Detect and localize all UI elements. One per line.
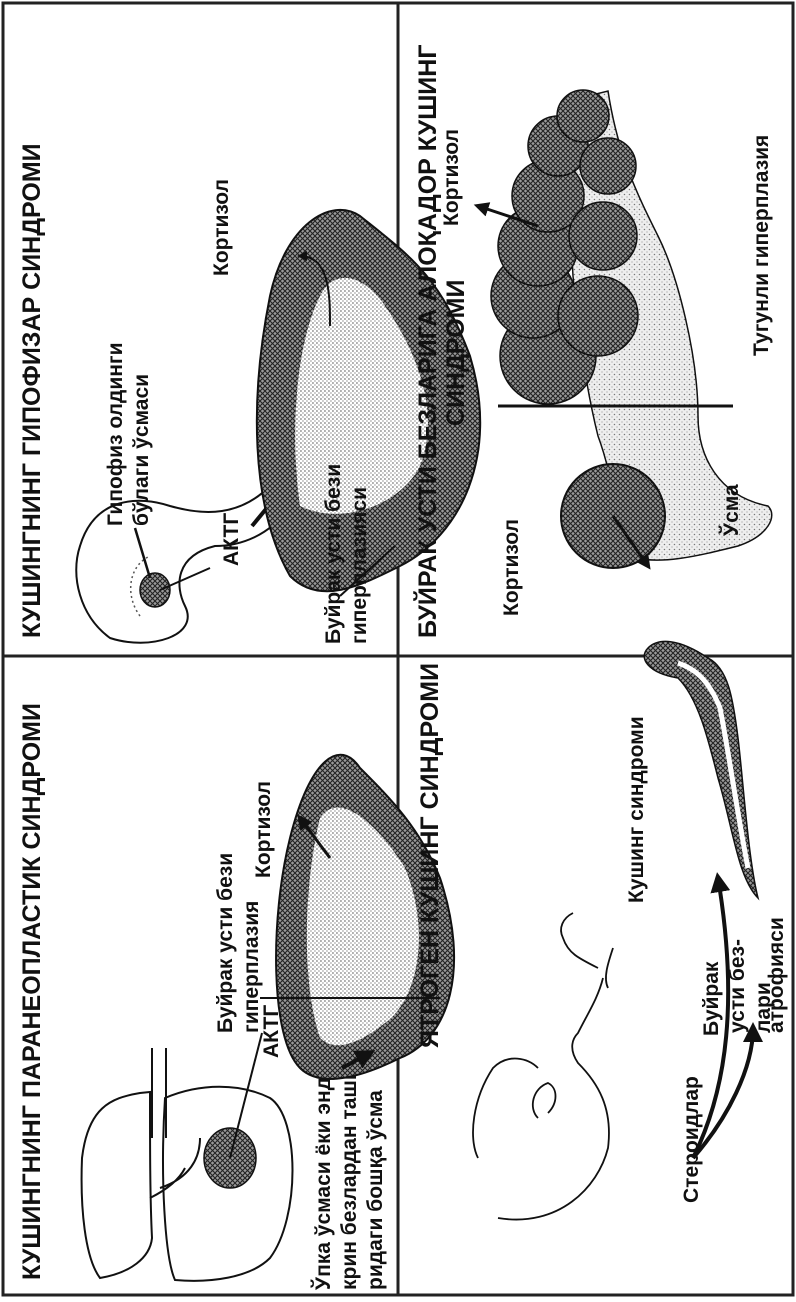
pituitary-tumor-label-2: бўлаги ўсмаси	[130, 374, 153, 526]
paraneoplastic-title: КУШИНГНИНГ ПАРАНЕОПЛАСТИК СИНДРОМИ	[18, 703, 46, 1280]
lung-label-1: Ўпка ўсмаси ёки эндо-	[311, 1057, 335, 1291]
paraneoplastic-hyperplasia-1: Буйрак усти бези	[214, 853, 237, 1033]
paraneoplastic-hyperplasia-2: гиперплазия	[240, 901, 263, 1033]
pituitary-title: КУШИНГНИНГ ГИПОФИЗАР СИНДРОМИ	[18, 143, 46, 638]
atrophy-label-1: Буйрак	[700, 961, 723, 1036]
pituitary-hyperplasia-2: гиперплазияси	[348, 487, 371, 644]
paraneoplastic-cortisol: Кортизол	[252, 781, 275, 878]
lung-label-2: крин безлардан ташқа-	[338, 1051, 361, 1290]
pituitary-acth: АКТГ	[220, 513, 243, 566]
iatrogenic-cushing: Кушинг синдроми	[625, 716, 648, 903]
pituitary-tumor	[140, 573, 170, 607]
pituitary-tumor-label-1: Гипофиз олдинги	[104, 342, 127, 526]
adrenal-nodular-label: Тугунли гиперплазия	[750, 135, 773, 356]
atrophy-label-4: атрофияси	[765, 917, 788, 1033]
pituitary-cortisol: Кортизол	[210, 179, 233, 276]
adrenal-tumor-label: Ўсма	[719, 484, 743, 537]
iatrogenic-title: ЯТРОГЕН КУШИНГ СИНДРОМИ	[416, 663, 444, 1048]
adrenal-title-1: БУЙРАК УСТИ БЕЗЛАРИГА АЛОҚАДОР КУШИНГ	[412, 44, 442, 638]
lung-label-3: ридаги бошқа ўсма	[364, 1090, 387, 1290]
adrenal-cortisol-left: Кортизол	[500, 519, 523, 616]
adrenal-cortisol-right: Кортизол	[440, 129, 463, 226]
pituitary-hyperplasia-1: Буйрак усти бези	[322, 464, 345, 644]
adrenal-title-2: СИНДРОМИ	[442, 280, 470, 426]
atrophy-label-2: усти без-	[726, 939, 749, 1033]
